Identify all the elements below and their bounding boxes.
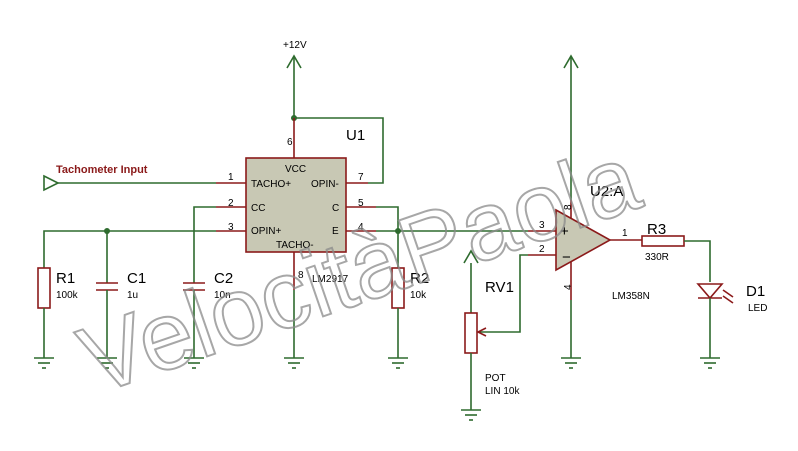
ground-symbol xyxy=(388,357,408,369)
u2-part: LM358N xyxy=(612,291,650,302)
rv1-supply-arrow xyxy=(463,249,479,264)
u1-part: LM2917 xyxy=(312,274,349,285)
u1-opin-plus-label: OPIN+ xyxy=(251,226,281,237)
rv1-ref: RV1 xyxy=(485,279,514,296)
d1-led-triangle xyxy=(696,283,724,300)
input-port-symbol xyxy=(43,174,60,192)
u2-supply-arrow xyxy=(563,54,579,69)
ground-symbol xyxy=(184,357,204,369)
u1-pin-number: 2 xyxy=(228,198,234,209)
u1-pin-number: 5 xyxy=(358,198,364,209)
r3-value: 330R xyxy=(645,252,669,263)
u1-pin-number: 7 xyxy=(358,172,364,183)
ground-symbol xyxy=(700,357,720,369)
u2-minus-sign: − xyxy=(562,249,571,266)
wire-opin-plus xyxy=(43,230,216,268)
ground-symbol xyxy=(284,357,304,369)
c2-ref: C2 xyxy=(214,270,233,287)
u1-ref: U1 xyxy=(346,127,365,144)
u2-pin-number: 4 xyxy=(563,284,574,290)
r3-ref: R3 xyxy=(647,221,666,238)
wire-vcc-opin xyxy=(294,117,384,184)
u1-e-label: E xyxy=(332,226,339,237)
ground-symbol xyxy=(97,357,117,369)
r1-value: 100k xyxy=(56,290,79,301)
u2-pin-number: 1 xyxy=(622,228,628,239)
u1-pin-number: 3 xyxy=(228,222,234,233)
u1-tacho-minus-label: TACHO- xyxy=(276,240,314,251)
u1-tacho-plus-label: TACHO+ xyxy=(251,179,291,190)
u1-pin-number: 6 xyxy=(287,137,293,148)
r2-value: 10k xyxy=(410,290,427,301)
r1-resistor xyxy=(37,267,51,309)
u2-opamp-body xyxy=(555,208,612,272)
input-label: Tachometer Input xyxy=(56,164,148,176)
u1-cc-label: CC xyxy=(251,203,265,214)
supply-12v-arrow xyxy=(286,54,302,118)
led-light-arrows xyxy=(722,289,734,304)
wire-r3-led xyxy=(684,240,711,282)
wire-pin5 xyxy=(376,206,399,231)
supply-label: +12V xyxy=(283,40,307,51)
wire-wiper xyxy=(478,254,528,333)
u1-vcc-label: VCC xyxy=(285,164,306,175)
u2-ref: U2:A xyxy=(590,183,623,200)
u1-pin-number: 8 xyxy=(298,270,304,281)
d1-value: LED xyxy=(748,303,767,314)
u2-plus-sign: + xyxy=(560,223,569,240)
rv1-value: LIN 10k xyxy=(485,386,520,397)
r2-ref: R2 xyxy=(410,270,429,287)
c1-value: 1u xyxy=(127,290,138,301)
d1-ref: D1 xyxy=(746,283,765,300)
u1-c-label: C xyxy=(332,203,339,214)
ground-symbol xyxy=(461,409,481,421)
ground-symbol xyxy=(561,357,581,369)
c2-value: 10n xyxy=(214,290,231,301)
r1-ref: R1 xyxy=(56,270,75,287)
c1-ref: C1 xyxy=(127,270,146,287)
ground-symbol xyxy=(34,357,54,369)
u2-pin-number: 2 xyxy=(539,244,545,255)
rv1-type: POT xyxy=(485,373,506,384)
u2-pin-number: 3 xyxy=(539,220,545,231)
u1-body xyxy=(245,157,347,253)
wire-cc-c2 xyxy=(193,206,216,283)
u2-pin-number: 8 xyxy=(563,204,574,210)
rv1-wiper-arrow xyxy=(476,327,487,337)
watermark: VelocitàPaola xyxy=(67,124,652,415)
u1-opin-minus-label: OPIN- xyxy=(311,179,339,190)
u1-pin-number: 4 xyxy=(358,222,364,233)
rv1-body xyxy=(464,312,478,354)
u1-pin-number: 1 xyxy=(228,172,234,183)
